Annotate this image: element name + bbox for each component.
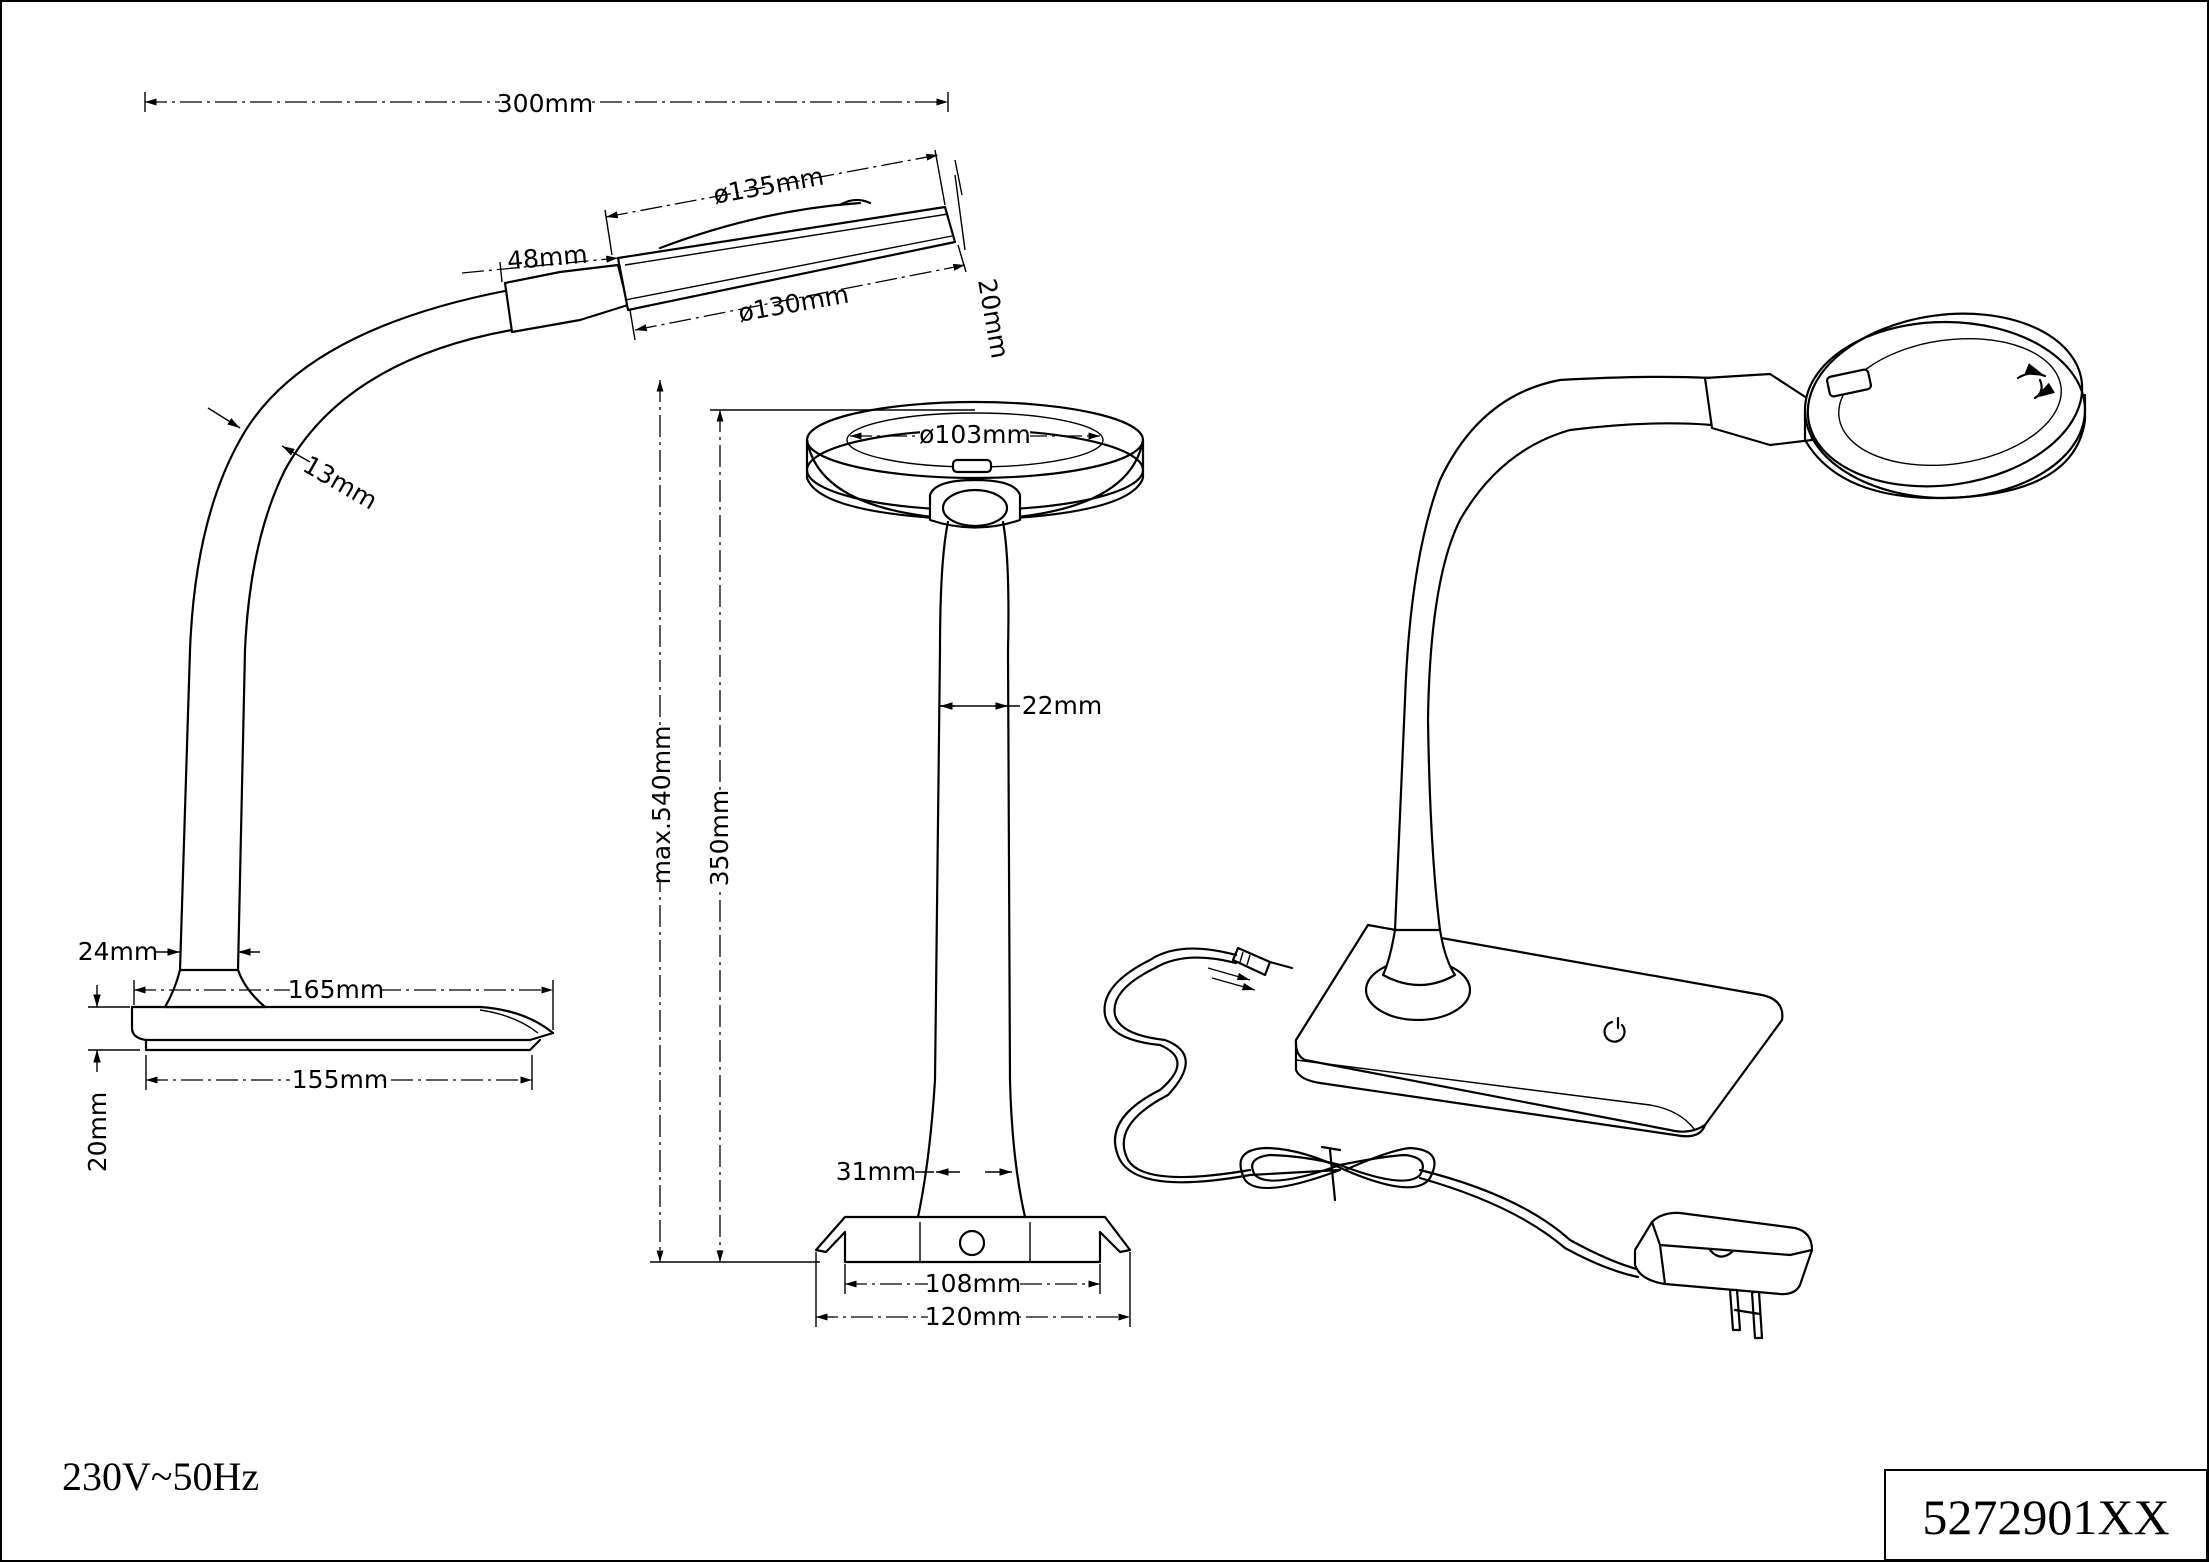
dim-stem-bottom-width: 31mm — [836, 1157, 917, 1186]
dim-base-inner-width: 108mm — [925, 1269, 1021, 1298]
dim-height: 350mm — [705, 790, 734, 886]
dim-arm-thickness: 13mm — [298, 450, 382, 515]
dim-stem-base-width: 24mm — [78, 937, 159, 966]
side-view-base — [130, 1005, 555, 1042]
dim-base-height: 20mm — [83, 1092, 112, 1173]
dim-base-bottom-length: 155mm — [292, 1065, 388, 1094]
side-view-gooseneck — [178, 288, 512, 972]
side-view-stem-foot — [163, 968, 267, 1009]
dim-head-height: 20mm — [972, 276, 1015, 360]
dim-neck-length: 48mm — [506, 240, 589, 276]
dim-head-outer-diameter: ø135mm — [711, 162, 826, 210]
title-block: 5272901XX — [1884, 1469, 2208, 1561]
dim-head-inner-diameter: ø130mm — [736, 280, 851, 328]
perspective-base — [1294, 923, 1784, 1133]
dim-base-width: 120mm — [925, 1302, 1021, 1331]
touch-switch-icon — [1603, 1016, 1626, 1043]
dc-plug — [1231, 946, 1294, 977]
voltage-spec: 230V~50Hz — [62, 1454, 259, 1499]
perspective-gooseneck — [1393, 375, 1712, 932]
dim-total-width: 300mm — [497, 89, 593, 118]
power-cable — [1103, 947, 1342, 1184]
insert-arrow-icon — [1207, 967, 1256, 991]
dim-front-head-diameter: ø103mm — [919, 420, 1031, 449]
front-view: max.540mm 350mm ø103mm 22mm 31mm 108mm 1… — [645, 380, 1145, 1331]
front-view-base — [814, 1215, 1132, 1264]
rotation-arrow-icon — [2016, 363, 2056, 400]
power-adapter — [1633, 1211, 1814, 1340]
dim-base-top-length: 165mm — [288, 975, 384, 1004]
side-view: 300mm ø135mm ø130mm 48mm 20mm 13mm 24mm — [78, 88, 1015, 1172]
front-view-stem — [916, 520, 950, 1219]
perspective-view — [1103, 312, 2087, 1340]
dim-stem-width: 22mm — [1022, 691, 1103, 720]
dim-max-height: max.540mm — [647, 726, 676, 885]
side-view-neck — [503, 263, 630, 334]
model-number: 5272901XX — [1922, 1489, 2169, 1545]
